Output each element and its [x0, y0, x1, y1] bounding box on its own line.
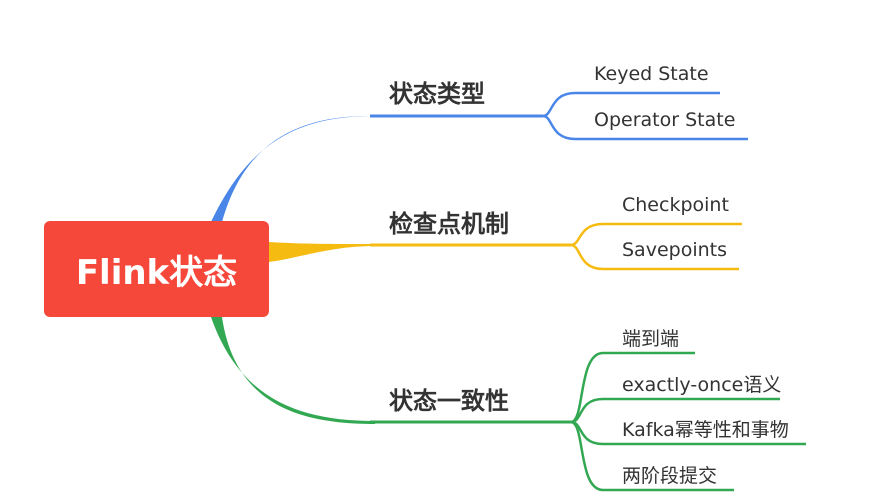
leaf-connector-checkpoint — [570, 222, 742, 247]
leaf-connector-end-to-end — [570, 351, 695, 424]
connector-root-to-state-types — [211, 116, 375, 222]
leaf-node-checkpoint[interactable]: Checkpoint — [622, 194, 729, 216]
leaf-node-two-phase-commit[interactable]: 两阶段提交 — [622, 465, 718, 487]
root-node[interactable]: Flink状态 — [44, 221, 269, 317]
leaf-connector-exactly-once — [570, 397, 780, 424]
root-node-label: Flink状态 — [75, 252, 238, 293]
leaf-connector-keyed-state — [542, 91, 720, 118]
leaf-node-exactly-once[interactable]: exactly-once语义 — [622, 374, 782, 396]
leaf-node-kafka[interactable]: Kafka幂等性和事物 — [622, 419, 789, 441]
leaf-connector-savepoints — [570, 243, 739, 271]
leaf-node-operator-state[interactable]: Operator State — [594, 109, 736, 131]
leaf-node-keyed-state[interactable]: Keyed State — [594, 63, 709, 85]
leaf-connector-two-phase — [570, 420, 734, 492]
leaf-node-savepoints[interactable]: Savepoints — [622, 239, 727, 261]
branch-node-checkpoint[interactable]: 检查点机制 — [389, 210, 509, 238]
leaf-node-end-to-end[interactable]: 端到端 — [622, 328, 680, 350]
connector-root-to-consistency — [211, 317, 375, 424]
connector-root-to-checkpoint — [269, 242, 375, 262]
leaf-connector-operator-state — [542, 114, 748, 141]
branch-node-consistency[interactable]: 状态一致性 — [389, 387, 509, 415]
branch-node-state-types[interactable]: 状态类型 — [389, 80, 485, 108]
